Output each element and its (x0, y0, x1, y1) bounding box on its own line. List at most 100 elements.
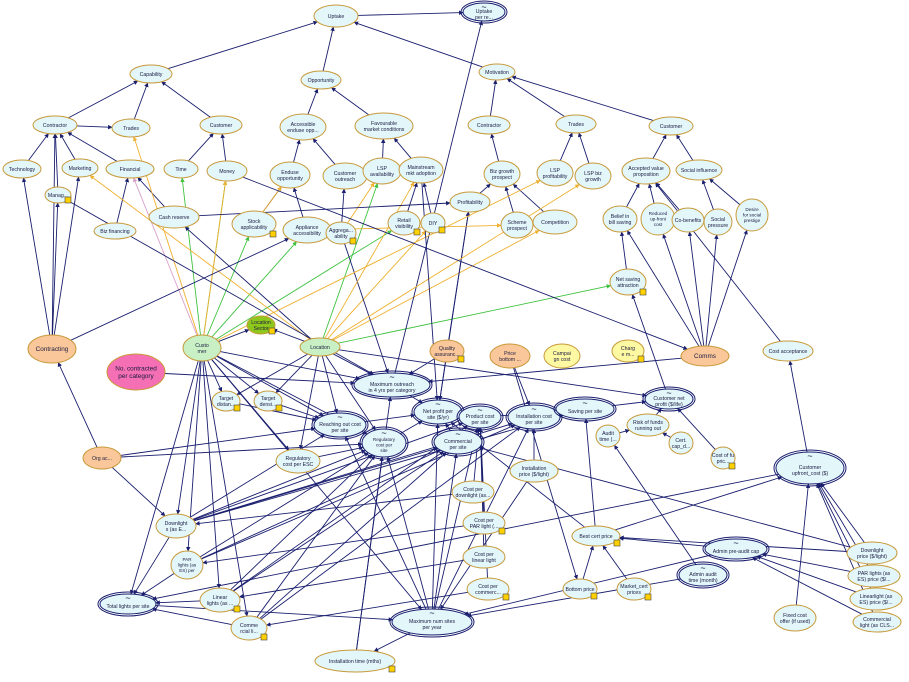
node-manag[interactable]: Manag... (44, 186, 72, 204)
node-cost-acceptance[interactable]: Cost acceptance (762, 340, 814, 362)
edge-customer_dec-to-commercial_l (203, 360, 249, 617)
node-cert-cap[interactable]: Cert.cap_d... (668, 431, 694, 455)
node-trades-r[interactable]: Trades (555, 114, 597, 134)
node-org-ac[interactable]: Org ac... (82, 446, 122, 470)
node-uptake[interactable]: Uptake (313, 4, 359, 28)
node-contracting[interactable]: Contracting (27, 334, 77, 364)
node-money[interactable]: Money (206, 160, 248, 182)
node-bottom-price[interactable]: Bottom price (562, 578, 598, 600)
node-cash-reserve[interactable]: Cash reserve (148, 205, 200, 229)
node-biz-financing[interactable]: Biz financing (93, 222, 137, 240)
node-opportunity[interactable]: Opportunity (300, 70, 342, 90)
node-customer-r[interactable]: Customer (648, 116, 694, 136)
node-label-line: Belief in (611, 214, 630, 220)
node-competition[interactable]: Competition (532, 209, 578, 235)
node-trades-l[interactable]: Trades (111, 118, 151, 138)
node-social-influence[interactable]: Social influence (675, 159, 723, 181)
node-co-benefits[interactable]: Co-benefits (671, 207, 705, 233)
node-financial[interactable]: Financial (105, 159, 155, 179)
edge-linear_lights_l-to-commercial_site (233, 451, 444, 592)
node-label-line: per category (118, 373, 154, 380)
node-time[interactable]: Time (163, 159, 199, 179)
node-contractor-l[interactable]: Contractor (32, 115, 78, 135)
node-location[interactable]: Location (299, 337, 341, 357)
node-saving-per-site[interactable]: ~Saving per site (553, 396, 617, 422)
node-profitability[interactable]: Profitability (449, 191, 491, 213)
node-technology[interactable]: Technology (2, 159, 42, 179)
node-comms[interactable]: Comms (680, 345, 730, 367)
node-admin-pre-audit[interactable]: ~Admin pre-audit cap (702, 536, 770, 562)
node-diy[interactable]: DIY (420, 212, 446, 234)
node-best-cert-price[interactable]: Best cert price (571, 525, 621, 547)
edge-contracting-to-marketing (53, 176, 81, 336)
node-aggregate-ability[interactable]: Aggrega...ability (325, 221, 357, 245)
node-marketing[interactable]: Marketing (61, 158, 99, 178)
node-installation-time[interactable]: Installation time (mths) (314, 649, 396, 673)
node-motivation[interactable]: Motivation (478, 63, 516, 81)
node-total-lights[interactable]: ~Total lights per site (97, 591, 159, 617)
node-customer-l[interactable]: Customer (199, 115, 243, 135)
node-capability[interactable]: Capability (129, 64, 173, 84)
node-contractor-r[interactable]: Contractor (467, 115, 511, 135)
